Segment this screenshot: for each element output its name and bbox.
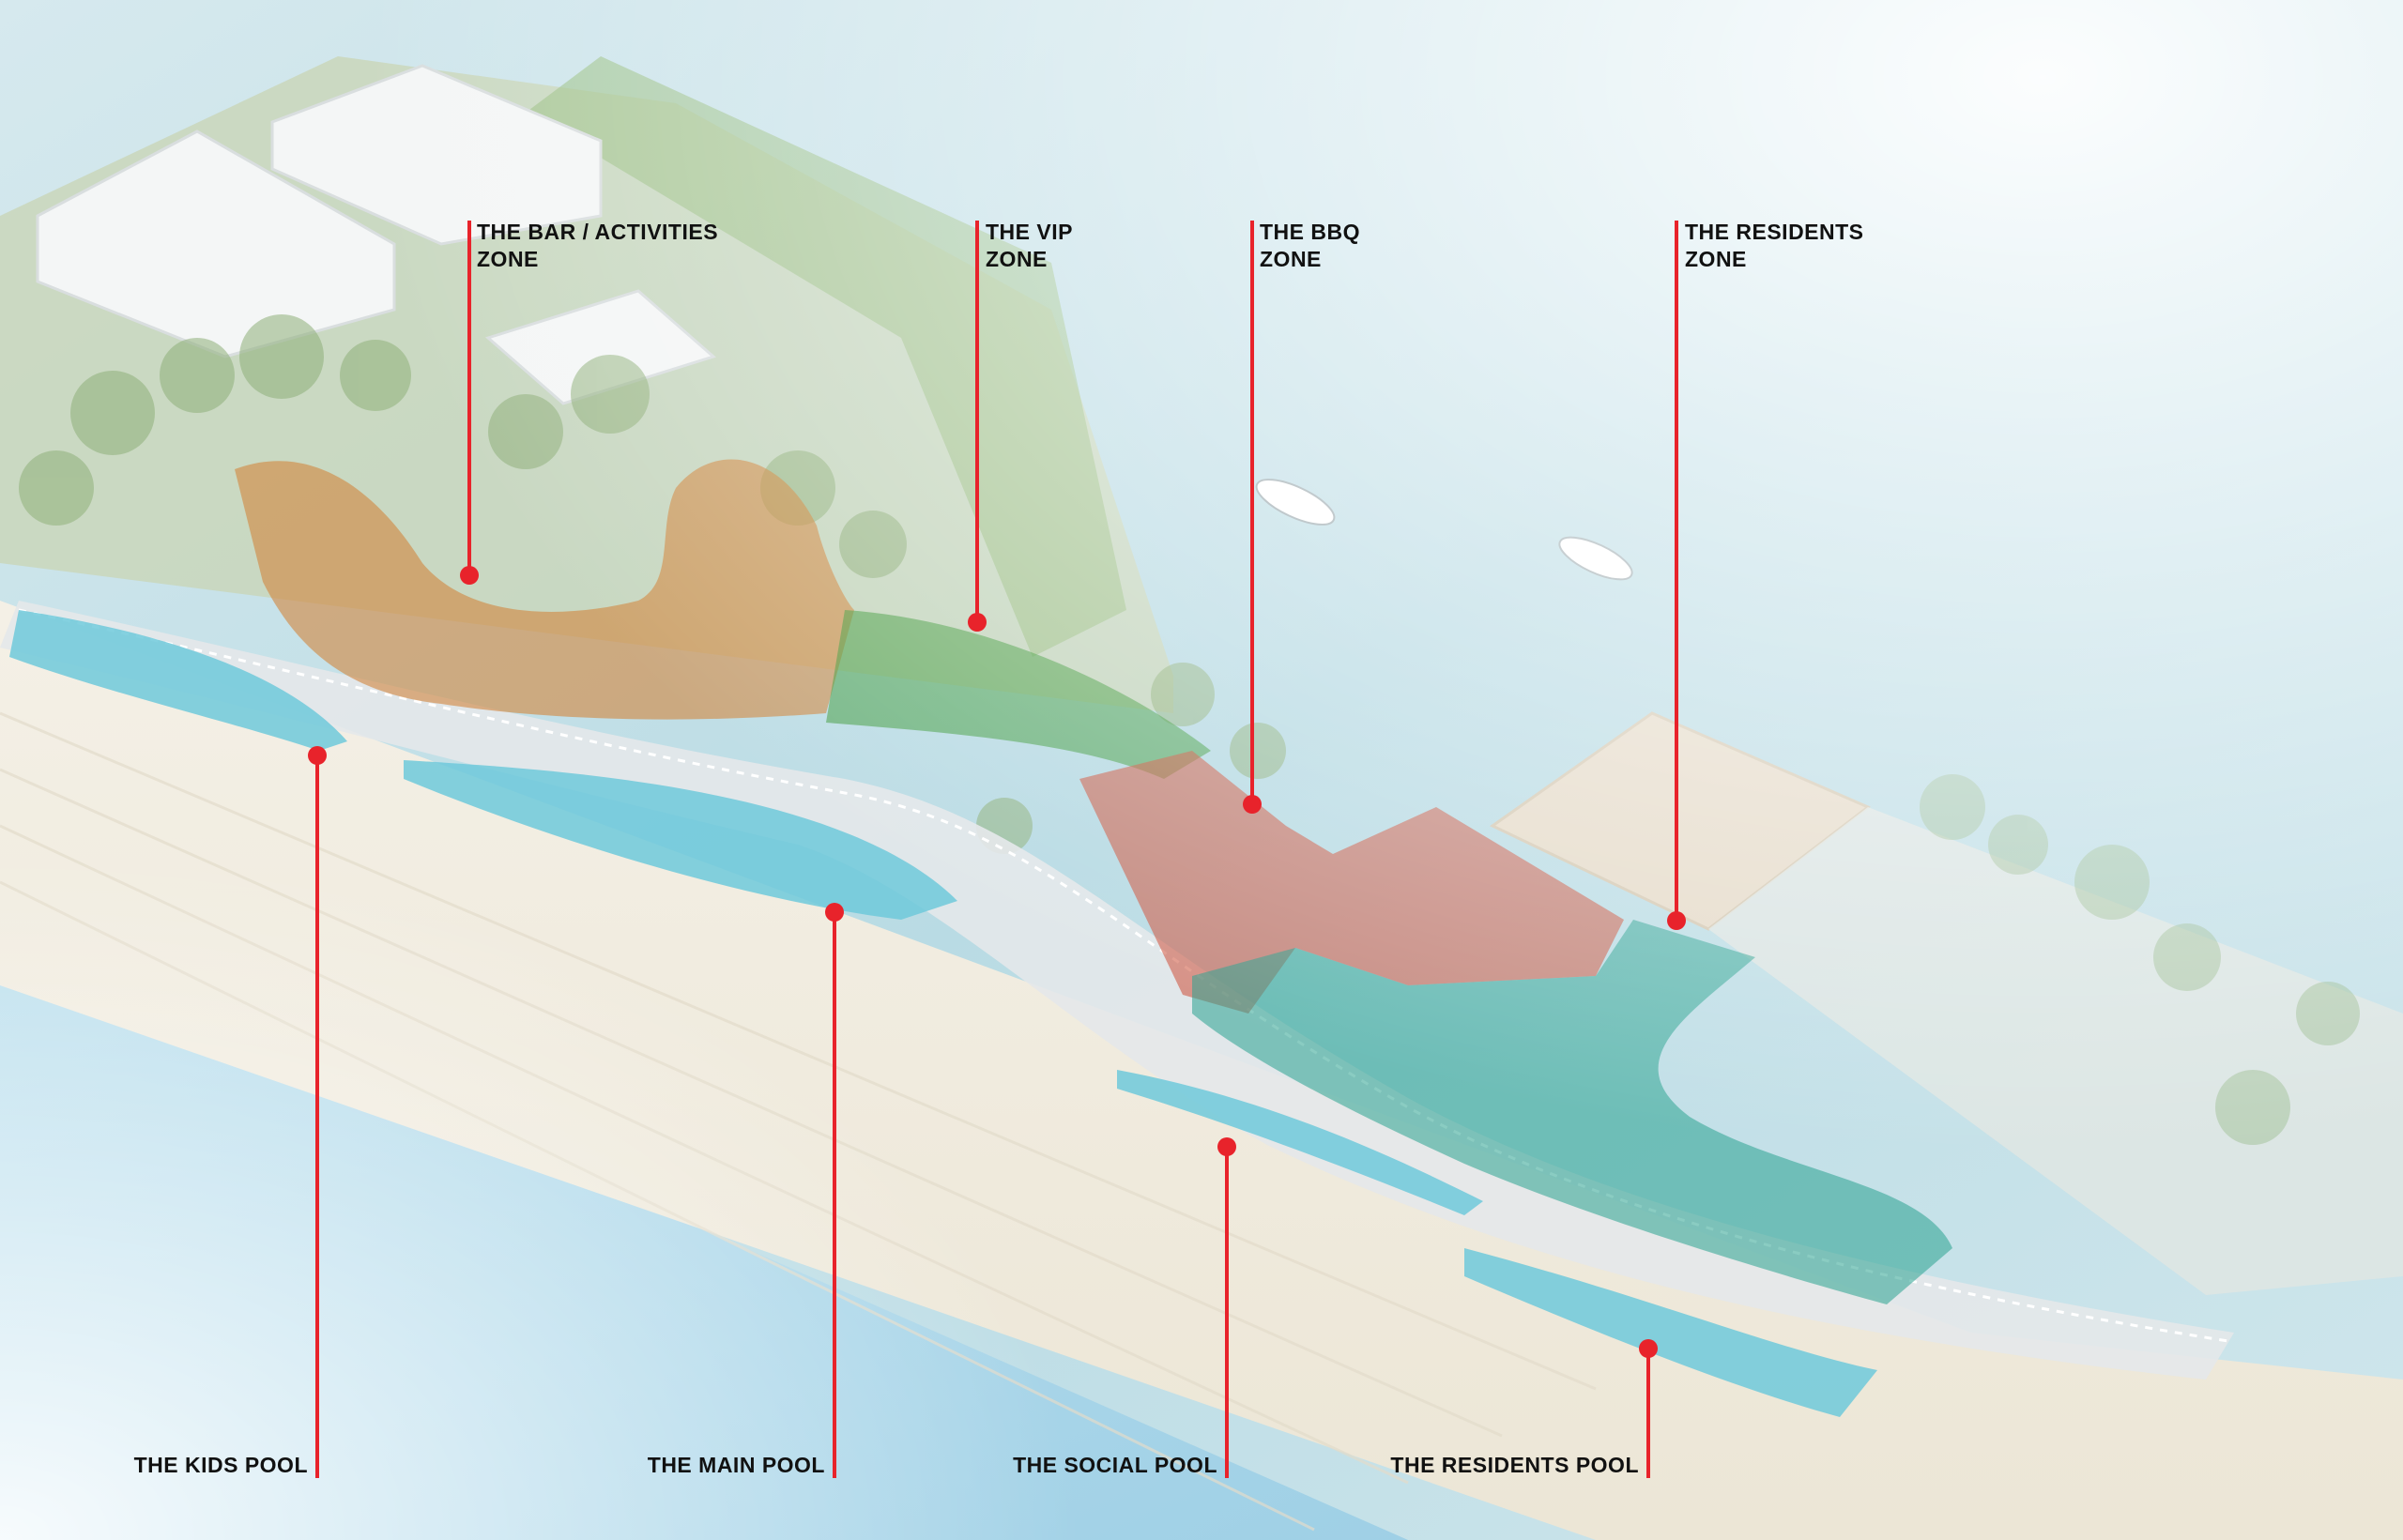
- label-bar-zone-line2: ZONE: [477, 247, 539, 271]
- label-vip-zone-line1: THE VIP: [986, 220, 1073, 244]
- label-bar-zone: THE BAR / ACTIVITIES ZONE: [477, 219, 718, 273]
- label-bbq-zone-line1: THE BBQ: [1260, 220, 1360, 244]
- label-residents-zone-line2: ZONE: [1685, 247, 1747, 271]
- label-residents-zone-line1: THE RESIDENTS: [1685, 220, 1864, 244]
- callout-dot-residents-pool: [1639, 1339, 1658, 1358]
- callout-dot-bbq: [1243, 795, 1262, 814]
- callout-dot-vip: [968, 613, 987, 632]
- label-bbq-zone: THE BBQ ZONE: [1260, 219, 1360, 273]
- label-social-pool: THE SOCIAL POOL: [1013, 1453, 1217, 1477]
- label-main-pool: THE MAIN POOL: [647, 1453, 825, 1477]
- callout-dot-main: [825, 903, 844, 922]
- label-residents-pool: THE RESIDENTS POOL: [1390, 1453, 1639, 1477]
- label-vip-zone-line2: ZONE: [986, 247, 1048, 271]
- label-residents-zone: THE RESIDENTS ZONE: [1685, 219, 1864, 273]
- callout-dot-social: [1217, 1137, 1236, 1156]
- callouts: [308, 221, 1686, 1478]
- label-bbq-zone-line2: ZONE: [1260, 247, 1322, 271]
- callout-dot-residents-zone: [1667, 911, 1686, 930]
- callout-dot-kids: [308, 746, 327, 765]
- label-bar-zone-line1: THE BAR / ACTIVITIES: [477, 220, 719, 244]
- callout-dot-bar: [460, 566, 479, 585]
- label-vip-zone: THE VIP ZONE: [986, 219, 1073, 273]
- label-kids-pool: THE KIDS POOL: [133, 1453, 308, 1477]
